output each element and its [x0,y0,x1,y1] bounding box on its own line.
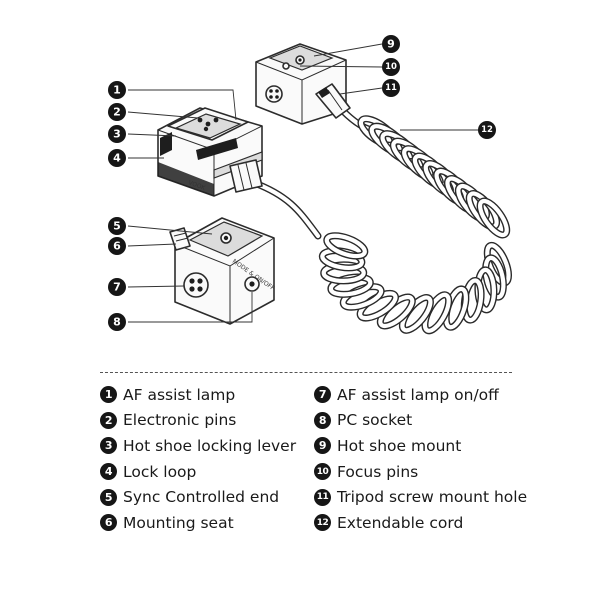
legend-item-tripod-screw-mount-hole: 11 Tripod screw mount hole [314,484,527,510]
legend-badge: 12 [314,514,331,532]
legend-label: Mounting seat [123,513,234,532]
leader-lines [127,43,478,323]
legend-label: Focus pins [337,462,419,481]
legend-label: Sync Controlled end [123,488,280,507]
callout-6: 6 [108,237,126,255]
svg-text:11: 11 [385,83,397,93]
legend-badge: 7 [314,386,331,404]
callout-9: 9 [382,35,400,53]
legend-badge: 3 [100,437,117,455]
callout-5: 5 [108,217,126,235]
legend-label: AF assist lamp on/off [337,385,499,404]
sync-controlled-end-unit: MODE & ON/OFF [169,217,276,325]
svg-text:7: 7 [113,281,121,294]
legend-badge: 8 [314,411,331,429]
coil-loop [478,198,509,238]
legend-badge: 4 [100,463,117,481]
legend-label: PC socket [337,411,413,430]
legend-item-extendable-cord: 12 Extendable cord [314,510,527,536]
callout-1: 1 [108,81,126,99]
callout-10: 10 [382,58,400,76]
legend-right-column: 7 AF assist lamp on/off 8 PC socket 9 Ho… [314,382,527,536]
svg-text:9: 9 [387,38,395,51]
legend-label: Extendable cord [337,513,464,532]
callout-4: 4 [108,149,126,167]
legend-item-hot-shoe-locking-lever: 3 Hot shoe locking lever [100,433,296,459]
callout-3: 3 [108,125,126,143]
legend-item-focus-pins: 10 Focus pins [314,459,527,485]
legend-item-mounting-seat: 6 Mounting seat [100,510,296,536]
legend-badge: 1 [100,386,117,404]
legend-divider [100,372,512,373]
legend-label: Hot shoe locking lever [123,436,297,455]
legend-item-electronic-pins: 2 Electronic pins [100,408,296,434]
legend-item-af-assist-lamp-on-off: 7 AF assist lamp on/off [314,382,527,408]
legend-item-af-assist-lamp: 1 AF assist lamp [100,382,296,408]
legend-badge: 5 [100,488,117,506]
svg-text:3: 3 [113,128,121,141]
legend-label: Tripod screw mount hole [337,488,528,507]
coil-loop [483,255,506,300]
svg-text:10: 10 [385,62,397,72]
legend-badge: 2 [100,411,117,429]
legend-badge: 11 [314,488,331,506]
callout-8: 8 [108,313,126,331]
legend-item-pc-socket: 8 PC socket [314,408,527,434]
legend-item-hot-shoe-mount: 9 Hot shoe mount [314,433,527,459]
legend-item-sync-controlled-end: 5 Sync Controlled end [100,484,296,510]
legend-label: Lock loop [123,462,197,481]
coil-loop [324,233,367,259]
svg-text:2: 2 [113,106,121,119]
legend-label: Hot shoe mount [337,436,462,455]
svg-text:6: 6 [113,240,121,253]
svg-text:12: 12 [481,125,493,135]
flash-end-unit: VOOK [157,107,263,197]
legend-label: Electronic pins [123,411,237,430]
callout-7: 7 [108,278,126,296]
legend-left-column: 1 AF assist lamp 2 Electronic pins 3 Hot… [100,382,296,536]
legend-item-lock-loop: 4 Lock loop [100,459,296,485]
legend-badge: 6 [100,514,117,532]
callout-11: 11 [382,79,400,97]
legend-label: AF assist lamp [123,385,236,404]
legend-badge: 9 [314,437,331,455]
svg-text:1: 1 [113,84,121,97]
svg-text:5: 5 [113,220,121,233]
svg-text:8: 8 [113,316,121,329]
svg-text:4: 4 [113,152,121,165]
legend-badge: 10 [314,463,331,481]
callout-12: 12 [478,121,496,139]
callout-2: 2 [108,103,126,121]
coil-loops [248,106,513,335]
camera-end-unit [255,43,351,125]
